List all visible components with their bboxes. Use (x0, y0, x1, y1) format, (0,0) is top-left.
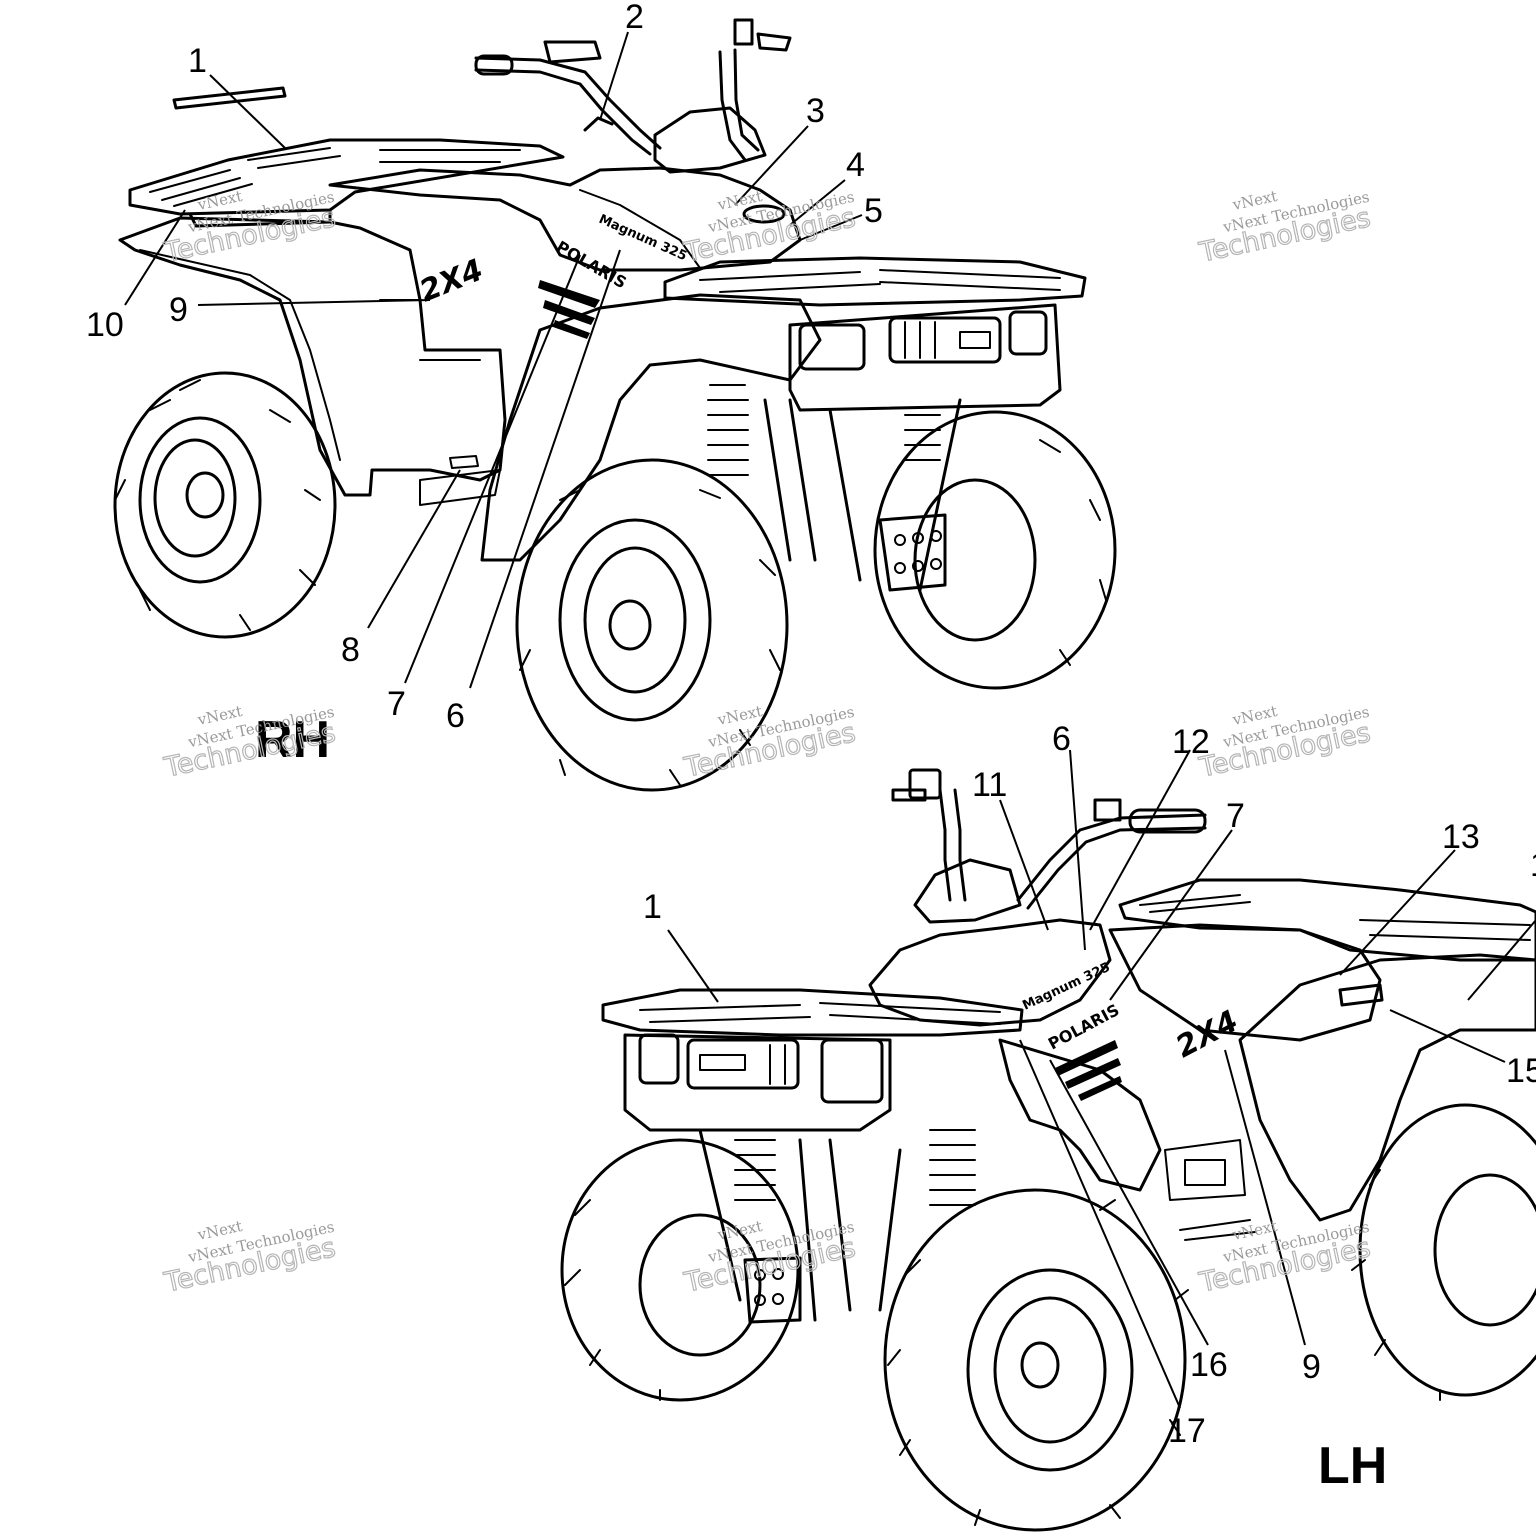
atv-right-hand-view: 2X4 POLARIS Magnum 325 (113, 18, 1117, 792)
watermark: vNext vNext Technologies Technologies (680, 187, 858, 269)
lh-callout-partial: 1 (1530, 846, 1536, 884)
rh-callout-4: 4 (846, 146, 865, 184)
footwell (419, 455, 501, 506)
engine-lh (1164, 1139, 1246, 1201)
rear-fender-lh (1238, 953, 1536, 1222)
decal-brand-rh: POLARIS (553, 237, 630, 292)
watermark: vNext vNext Technologies Technologies (680, 702, 858, 784)
handlebars-lh (891, 768, 1207, 910)
lh-callout-9: 9 (1302, 1348, 1321, 1386)
rh-callouts: 1 2 3 4 5 6 7 8 9 10 RH (86, 0, 883, 769)
rh-callout-10: 10 (86, 306, 124, 344)
decal-stripes-rh (538, 280, 600, 339)
lh-callouts: 1 6 7 9 11 12 13 15 16 17 1 LH (643, 720, 1536, 1495)
rear-wheel-lh (1351, 1103, 1536, 1401)
lh-callout-13: 13 (1442, 818, 1480, 856)
atv-left-hand-view: 2X4 POLARIS Magnum 325 (560, 768, 1536, 1532)
front-bumper (788, 303, 1062, 412)
front-skid-plate (878, 513, 947, 592)
lh-callout-16: 16 (1190, 1346, 1228, 1384)
rh-callout-9: 9 (169, 291, 188, 329)
decal-rear-fender-lh (1338, 983, 1384, 1007)
lh-view-label: LH (1318, 1437, 1387, 1495)
front-wheel-far-lh (560, 1138, 800, 1402)
watermark: vNext vNext Technologies Technologies (680, 1217, 858, 1299)
rh-callout-5: 5 (864, 192, 883, 230)
lh-callout-7: 7 (1226, 797, 1245, 835)
rear-rack (128, 138, 565, 228)
front-skid-plate-lh (743, 1256, 802, 1324)
rh-callout-7: 7 (387, 685, 406, 723)
watermark: vNext vNext Technologies Technologies (1195, 1217, 1373, 1299)
front-fender-lh (998, 1038, 1162, 1192)
watermark: vNext vNext Technologies Technologies (1195, 702, 1373, 784)
headlight-pod (653, 106, 767, 174)
lh-callout-15: 15 (1506, 1052, 1536, 1090)
rear-wheel-rh (113, 371, 337, 639)
front-wheel-far-rh (873, 410, 1117, 690)
lh-callout-12: 12 (1172, 723, 1210, 761)
front-rack-lh (601, 988, 1024, 1037)
decal-drive-lh: 2X4 (1170, 1004, 1244, 1065)
rh-callout-8: 8 (341, 631, 360, 669)
front-wheel-near-rh (515, 458, 789, 792)
rear-rack-decal-strip (172, 86, 287, 110)
decal-stripes-lh (1055, 1040, 1122, 1101)
rear-rack-lh (1118, 878, 1536, 962)
fuel-tank-seat (328, 166, 802, 272)
front-fender (480, 293, 822, 562)
lh-callout-11: 11 (972, 766, 1007, 804)
rh-view-label: RH (255, 711, 330, 769)
rh-callout-1: 1 (188, 42, 207, 80)
watermark: vNext vNext Technologies Technologies (1195, 187, 1373, 269)
handlebars (474, 18, 792, 162)
lh-callout-6: 6 (1052, 720, 1071, 758)
headlight-pod-lh (913, 858, 1022, 924)
front-bumper-lh (623, 1033, 892, 1132)
watermark: vNext vNext Technologies Technologies (160, 1217, 338, 1299)
front-shocks (707, 384, 962, 592)
rh-callout-2: 2 (625, 0, 644, 36)
lh-callout-1: 1 (643, 888, 662, 926)
lh-callout-17: 17 (1168, 1412, 1206, 1450)
rh-callout-6: 6 (446, 697, 465, 735)
fuel-tank-lh (868, 918, 1112, 1027)
front-rack (663, 256, 1087, 307)
rh-callout-3: 3 (806, 92, 825, 130)
front-wheel-near-lh (883, 1188, 1189, 1532)
